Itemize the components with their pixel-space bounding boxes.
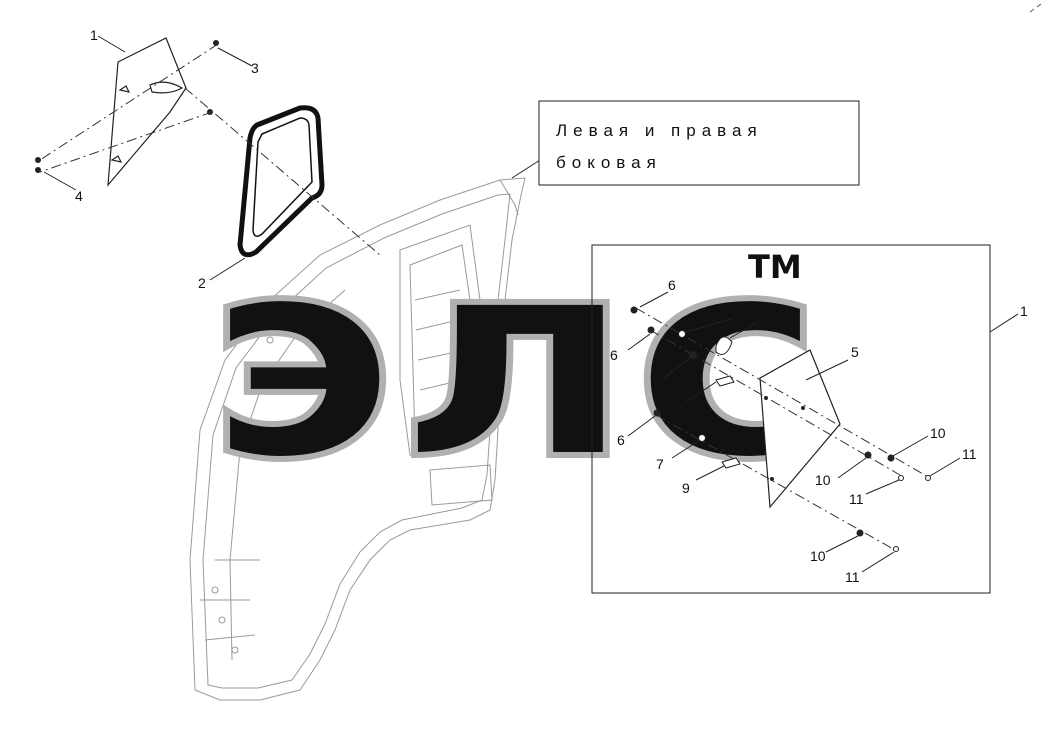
part-label-7b: 7 xyxy=(650,373,658,389)
part-label-11c: 11 xyxy=(845,569,860,585)
part-label-7c: 7 xyxy=(656,456,664,472)
side-glass-part-1 xyxy=(107,37,187,187)
part-label-6b: 6 xyxy=(610,347,618,363)
part-label-6a: 6 xyxy=(668,277,676,293)
watermark-tm: TM xyxy=(748,248,802,286)
detail-box xyxy=(591,244,1019,594)
part-label-10a: 10 xyxy=(930,425,946,441)
part-label-5: 5 xyxy=(851,344,859,360)
part-label-9b: 9 xyxy=(682,480,690,496)
corner-mark xyxy=(1029,3,1042,13)
watermark-text: элс xyxy=(205,196,825,522)
axis-lines-top xyxy=(39,43,381,256)
callout-box: Левая и правая боковая xyxy=(538,100,860,186)
part-label-10c: 10 xyxy=(810,548,826,564)
part-labels: 1 3 4 2 1 5 6 6 6 7 7 7 8 9 9 10 10 10 1… xyxy=(75,27,1028,585)
watermark: элс TM xyxy=(202,193,828,525)
detail-hardware xyxy=(630,306,931,552)
callout-line-1: Левая и правая xyxy=(556,121,763,140)
part-label-11b: 11 xyxy=(849,491,864,507)
part-label-9a: 9 xyxy=(673,396,681,412)
part-label-11a: 11 xyxy=(962,446,977,462)
rubber-seal-part-2 xyxy=(237,105,325,258)
leader-lines-top xyxy=(43,35,541,281)
callout-line-2: боковая xyxy=(556,153,662,172)
part-label-4: 4 xyxy=(75,188,83,204)
part-label-1: 1 xyxy=(90,27,98,43)
part-label-10b: 10 xyxy=(815,472,831,488)
part-label-3: 3 xyxy=(251,60,259,76)
part-label-7a: 7 xyxy=(738,303,746,319)
part-label-1-detail: 1 xyxy=(1020,303,1028,319)
part-label-8: 8 xyxy=(760,308,768,324)
leader-lines-detail xyxy=(627,291,961,573)
part-label-2: 2 xyxy=(198,275,206,291)
part-label-6c: 6 xyxy=(617,432,625,448)
door-frame xyxy=(189,177,526,701)
